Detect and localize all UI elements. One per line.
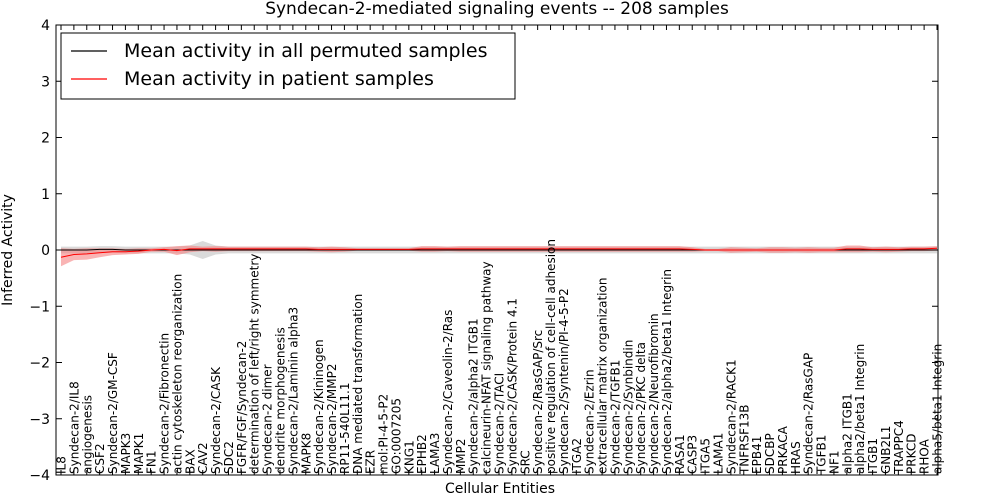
x-tick-label: EZR	[364, 450, 378, 474]
x-tick-label: RASA1	[673, 434, 687, 474]
x-tick-label: ITGA5	[699, 438, 713, 474]
x-tick-label: TGFB1	[815, 435, 829, 475]
legend-label-permuted: Mean activity in all permuted samples	[124, 40, 487, 62]
x-tick-label: mol:PI-4-5-P2	[377, 394, 391, 474]
x-tick-label: RHOA	[918, 438, 932, 474]
x-tick-label: MMP2	[454, 438, 468, 474]
x-tick-label: dendrite morphogenesis	[274, 327, 288, 474]
x-tick-label: CASP3	[686, 435, 700, 474]
x-tick-label: PRKACA	[776, 425, 790, 474]
x-tick-label: TRAPPC4	[892, 420, 906, 475]
y-axis-ticks: −4 −3 −2 −1 0 1 2 3 4	[29, 18, 938, 484]
x-tick-label: Syndecan-2/CASK	[209, 366, 223, 474]
chart-title: Syndecan-2-mediated signaling events -- …	[265, 0, 729, 19]
x-tick-label: FN1	[145, 451, 159, 475]
x-tick-label: LAMA3	[428, 433, 442, 474]
x-tick-label: SDC2	[222, 441, 236, 474]
x-tick-label: MAPK3	[119, 433, 133, 474]
legend: Mean activity in all permuted samples Me…	[60, 32, 516, 100]
x-tick-label: Syndecan-2/IL8	[67, 381, 81, 474]
legend-box	[60, 32, 516, 100]
x-tick-label: Syndecan-2/alpha2/beta1 Integrin	[660, 269, 674, 474]
x-tick-label: Syndecan-2/RasGAP	[802, 353, 816, 474]
y-tick-label: 1	[41, 187, 50, 203]
y-tick-label: −2	[29, 356, 50, 372]
x-tick-label: SRC	[518, 450, 532, 474]
x-tick-label: Syndecan-2/alpha2 ITGB1	[467, 318, 481, 474]
x-tick-label: GNB2L1	[879, 426, 893, 474]
x-tick-labels: IL8Syndecan-2/IL8angiogenesisCSF2Syndeca…	[55, 25, 945, 475]
x-tick-label: Syndecan-2/Syntenin/PI-4-5-P2	[557, 288, 571, 474]
x-tick-label: CSF2	[93, 443, 107, 474]
x-tick-label: PRKCD	[905, 434, 919, 474]
x-tick-label: Syndecan-2/RasGAP/Src	[531, 330, 545, 474]
x-tick-label: Syndecan-2/Laminin alpha3	[286, 307, 300, 474]
x-tick-label: SDCBP	[763, 433, 777, 474]
x-tick-label: alpha2/beta1 Integrin	[853, 344, 867, 474]
y-tick-label: −1	[29, 299, 50, 315]
x-tick-label: angiogenesis	[80, 395, 94, 474]
x-tick-label: Syndecan-2/CASK/Protein 4.1	[505, 298, 519, 474]
y-tick-label: −4	[29, 468, 50, 484]
x-tick-label: Syndecan-2/MMP2	[325, 364, 339, 474]
x-tick-label: Syndecan-2/Kininogen	[312, 339, 326, 474]
x-tick-label: GO:0007205	[389, 398, 403, 474]
x-tick-label: RP11-540L11.1	[338, 383, 352, 474]
x-tick-label: BAX	[183, 449, 197, 474]
y-tick-label: 3	[41, 74, 50, 90]
patient-band	[61, 245, 937, 267]
x-tick-label: Syndecan-2/Fibronectin	[158, 333, 172, 474]
x-tick-label: MAPK1	[132, 433, 146, 474]
x-tick-label: actin cytoskeleton reorganization	[170, 274, 184, 474]
x-tick-label: DNA mediated transformation	[351, 294, 365, 474]
x-tick-label: extracellular matrix organization	[596, 278, 610, 475]
x-tick-label: EPHB2	[415, 434, 429, 474]
x-tick-label: KNG1	[402, 440, 416, 474]
x-tick-label: LAMA1	[712, 433, 726, 474]
x-axis-label: Cellular Entities	[445, 481, 555, 497]
x-tick-label: Syndecan-2/TACI	[493, 373, 507, 474]
series-lines	[60, 247, 938, 258]
x-tick-label: Syndecan-2/TGFB1	[608, 360, 622, 474]
x-tick-label: ITGB1	[866, 438, 880, 474]
x-tick-label: Syndecan-2/RACK1	[724, 359, 738, 474]
confidence-bands	[61, 241, 937, 267]
x-tick-label: IL8	[55, 456, 69, 474]
x-tick-label: ITGA2	[570, 438, 584, 474]
x-tick-label: TNFRSF13B	[737, 404, 751, 475]
x-tick-label: FGFR/FGF/Syndecan-2	[235, 341, 249, 474]
x-tick-label: HRAS	[789, 441, 803, 474]
x-tick-label: calcineurin-NFAT signaling pathway	[480, 261, 494, 474]
x-tick-label: NF1	[827, 450, 841, 474]
x-tick-label: Syndecan-2/GM-CSF	[106, 352, 120, 474]
patient-mean-line	[60, 247, 938, 258]
x-tick-label: alpha5/beta1 Integrin	[931, 344, 945, 474]
x-tick-label: Syndecan-2/PKC delta	[634, 342, 648, 474]
y-tick-label: −3	[29, 412, 50, 428]
y-tick-label: 0	[41, 243, 50, 259]
x-tick-label: CAV2	[196, 442, 210, 474]
x-tick-label: alpha2 ITGB1	[840, 393, 854, 474]
y-tick-label: 2	[41, 131, 50, 147]
x-tick-label: determination of left/right symmetry	[248, 254, 262, 474]
legend-label-patient: Mean activity in patient samples	[124, 68, 434, 90]
x-tick-label: positive regulation of cell-cell adhesio…	[544, 239, 558, 474]
x-tick-label: Syndecan-2 dimer	[261, 364, 275, 474]
y-tick-label: 4	[41, 18, 50, 34]
x-tick-label: EPB41	[750, 436, 764, 474]
x-tick-label: Syndecan-2/Ezrin	[583, 369, 597, 474]
x-tick-label: Syndecan-2/Neurofibromin	[647, 313, 661, 474]
x-tick-label: Syndecan-2/Synbindin	[621, 340, 635, 474]
x-tick-label: Syndecan-2/Caveolin-2/Ras	[441, 310, 455, 474]
y-axis-label: Inferred Activity	[0, 194, 16, 306]
x-tick-label: MAPK8	[299, 433, 313, 474]
